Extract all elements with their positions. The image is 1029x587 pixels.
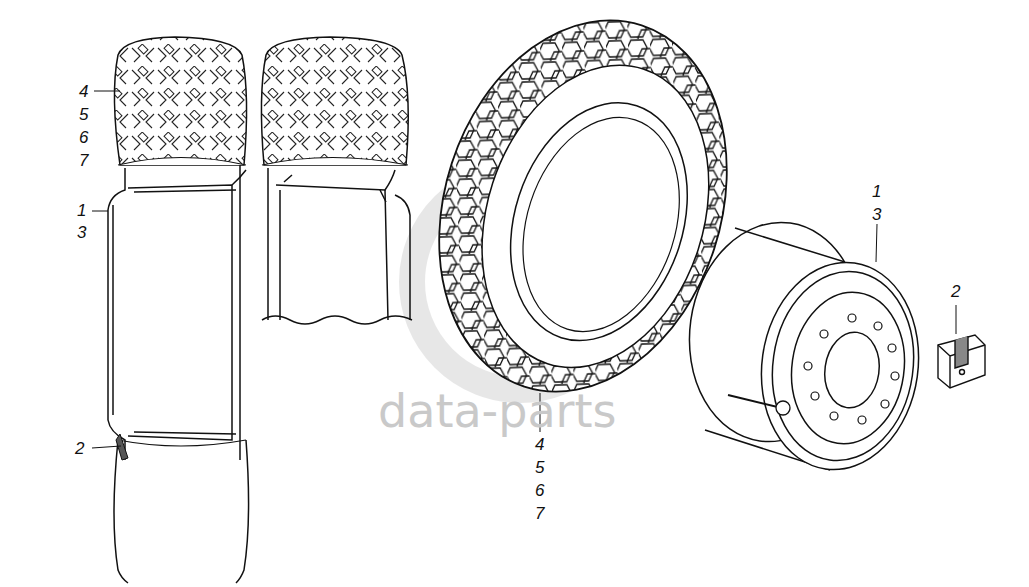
callout-number: 1	[872, 183, 881, 200]
callout-number: 7	[535, 505, 544, 522]
watermark: data-parts	[378, 388, 617, 434]
callout-number: 5	[79, 106, 88, 123]
callout-number: 2	[75, 440, 84, 457]
callout-number: 6	[535, 482, 544, 499]
callout-number: 4	[79, 83, 88, 100]
callout-number: 6	[79, 129, 88, 146]
callout-number: 3	[872, 206, 881, 223]
callout-number: 7	[79, 152, 88, 169]
callout-number: 3	[77, 224, 86, 241]
callout-number: 2	[951, 283, 960, 300]
callout-number: 1	[77, 202, 86, 219]
callout-number: 4	[535, 436, 544, 453]
callout-number: 5	[535, 459, 544, 476]
